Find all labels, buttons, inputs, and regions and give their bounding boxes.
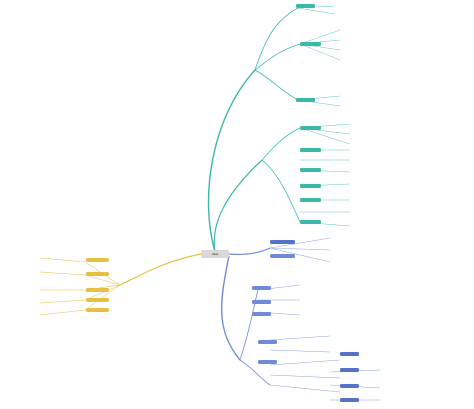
blue-node-11[interactable] (340, 398, 359, 402)
teal-sub-d (261, 127, 301, 161)
teal-node-3[interactable] (296, 98, 315, 102)
teal-sub-a (254, 7, 299, 71)
blue-sub-b (239, 359, 271, 386)
teal-node-5[interactable] (300, 148, 321, 152)
blue-leaf-lines (257, 237, 381, 401)
gold-node-1[interactable] (86, 258, 109, 262)
teal-trunk (207, 69, 256, 253)
teal-node-4[interactable] (300, 126, 321, 130)
teal-node-9[interactable] (300, 220, 321, 224)
blue-node-9[interactable] (340, 368, 359, 372)
gold-node-5[interactable] (86, 308, 109, 312)
blue-node-2[interactable] (270, 254, 295, 258)
teal-trunk-2 (213, 159, 263, 253)
gold-trunk (119, 253, 202, 286)
blue-node-4[interactable] (252, 300, 271, 304)
gold-leaf-lines (39, 257, 121, 316)
teal-sub-e (261, 159, 301, 223)
gold-node-2[interactable] (86, 272, 109, 276)
teal-node-7[interactable] (300, 184, 321, 188)
blue-node-3[interactable] (252, 286, 271, 290)
blue-trunk-2 (220, 255, 241, 361)
central-topic[interactable]: Java (201, 250, 229, 258)
blue-node-8[interactable] (340, 352, 359, 356)
teal-node-1[interactable] (296, 4, 315, 8)
teal-sub-b (254, 43, 301, 71)
blue-node-10[interactable] (340, 384, 359, 388)
blue-node-7[interactable] (258, 360, 277, 364)
teal-sub-c (254, 69, 299, 101)
blue-node-1[interactable] (270, 240, 295, 244)
blue-node-5[interactable] (252, 312, 271, 316)
gold-node-4[interactable] (86, 298, 109, 302)
gold-node-3[interactable] (86, 288, 109, 292)
teal-leaf-lines (297, 5, 351, 227)
blue-trunk (228, 247, 271, 256)
blue-sub-a (239, 289, 259, 361)
teal-node-2[interactable] (300, 42, 321, 46)
teal-node-8[interactable] (300, 198, 321, 202)
blue-node-6[interactable] (258, 340, 277, 344)
teal-node-6[interactable] (300, 168, 321, 172)
